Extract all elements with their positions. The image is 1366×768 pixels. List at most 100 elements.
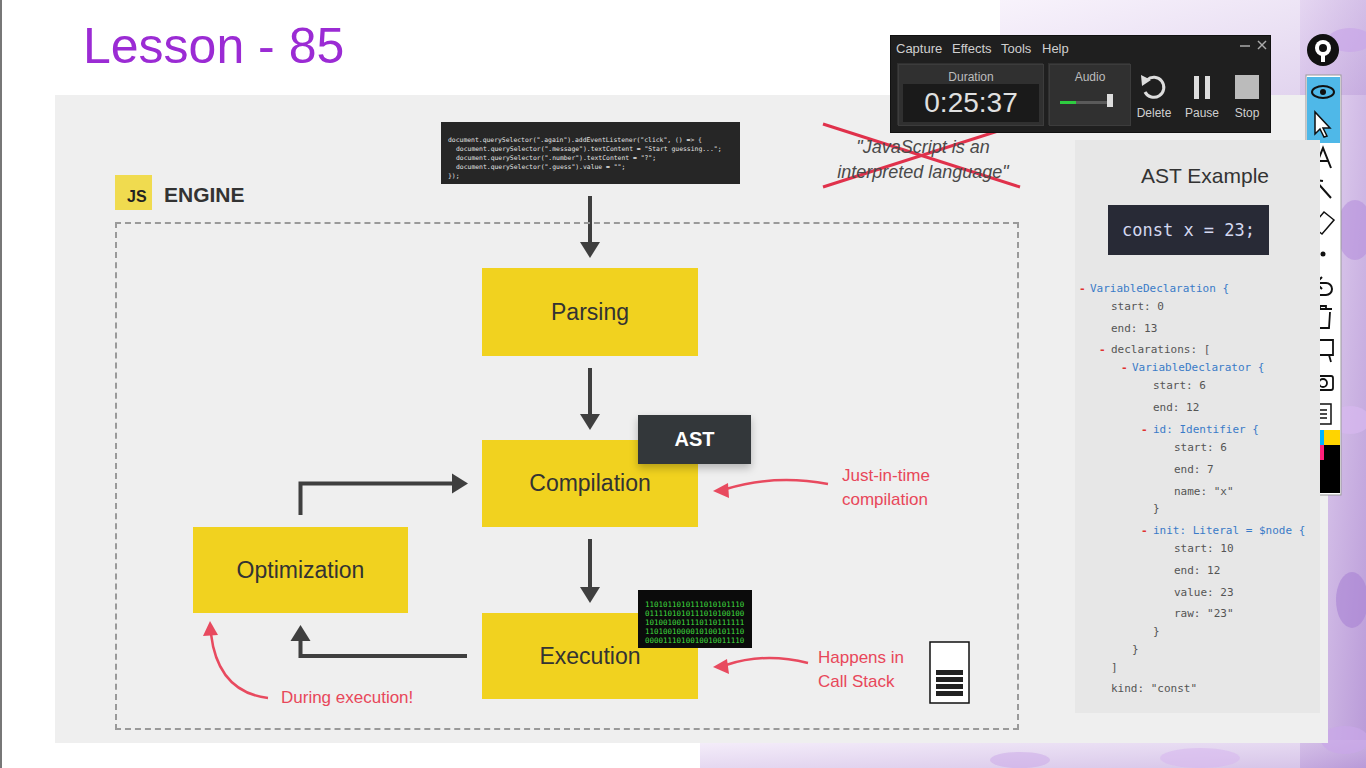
ast-node-line: init: Literal = $node { <box>1153 523 1305 538</box>
rect-part <box>1060 101 1110 104</box>
label-holder: name: "x" <box>1174 481 1234 499</box>
tree-toggle: - <box>1099 342 1106 357</box>
text-holder: Audio <box>1050 67 1130 85</box>
rect-part <box>1060 101 1076 104</box>
struck-statement: "JavaScript is an interpreted language" <box>818 135 1028 185</box>
button-label: Delete <box>1137 106 1172 120</box>
box-label: Parsing <box>551 299 629 326</box>
text-holder: Duration <box>899 67 1043 85</box>
label-holder: Stop <box>1222 103 1272 121</box>
box-text: 1010010011110110111111 <box>645 618 744 627</box>
rect-part <box>890 35 1271 133</box>
text-holder: ENGINE <box>164 183 245 207</box>
box-text: 1101001000010100101110 <box>645 627 744 636</box>
js-logo: JS <box>115 175 152 210</box>
text-holder: document.querySelector(".guess").value =… <box>456 155 625 173</box>
box-label: const x = 23; <box>1122 220 1255 240</box>
label-holder: During execution! <box>281 686 413 710</box>
connector-line <box>588 368 592 416</box>
label-holder: ] <box>1111 657 1118 675</box>
rect-part <box>936 684 963 689</box>
label-holder: VariableDeclarator { <box>1132 357 1264 375</box>
label-holder: Pause <box>1177 103 1227 121</box>
tree-toggle: - <box>1121 360 1128 375</box>
label-holder: - <box>1141 419 1148 437</box>
arrowhead <box>580 414 600 430</box>
ast-field-line: end: 12 <box>1174 563 1220 578</box>
ast-field-line: end: 13 <box>1111 321 1157 336</box>
ast-node-line: VariableDeclarator { <box>1132 360 1264 375</box>
text-holder: Help <box>1042 39 1069 57</box>
machine-code-box: 1101011010111010101110011110101011101010… <box>638 590 752 648</box>
text-holder: 0:25:37 <box>903 84 1039 122</box>
box-text: Audio <box>1075 70 1106 84</box>
path-part <box>1315 112 1330 137</box>
rect-part <box>930 642 969 703</box>
flow-arrow <box>580 539 600 603</box>
ast-node-line: id: Identifier { <box>1153 422 1259 437</box>
line-part <box>1240 45 1250 47</box>
flow-arrow <box>580 196 600 258</box>
text-holder: Tools <box>1001 39 1031 57</box>
label-holder: - <box>1079 278 1086 296</box>
callout-text: Just-in-time compilation <box>842 464 962 512</box>
circle-part <box>1315 40 1331 56</box>
text-holder: Effects <box>952 39 992 57</box>
rect-part <box>700 740 1366 768</box>
rect-part <box>1324 430 1340 445</box>
rect-part <box>1205 76 1210 99</box>
rect-part <box>1194 76 1199 99</box>
label-holder: - <box>1099 339 1106 357</box>
flow-arrow <box>291 625 468 656</box>
slide-title: Lesson - 85 <box>83 16 344 76</box>
process-box: Optimization <box>193 527 408 613</box>
label-holder: end: 12 <box>1153 397 1199 415</box>
ast-field-line: start: 10 <box>1174 541 1234 556</box>
circle-part <box>1319 379 1327 387</box>
label-holder: start: 0 <box>1111 296 1164 314</box>
ast-bracket: } <box>1132 642 1139 657</box>
box-text: Duration <box>948 70 993 84</box>
code-box: const x = 23; <box>1108 205 1269 255</box>
box-text: 0111101010111010100100 <box>645 609 744 618</box>
rect-part <box>936 691 963 696</box>
rect-part <box>897 63 1043 125</box>
label-holder: "JavaScript is an interpreted language" <box>818 135 1028 185</box>
ast-bracket: } <box>1153 624 1160 639</box>
label-holder: start: 6 <box>1153 375 1206 393</box>
arrowhead <box>452 474 468 494</box>
label-holder: } <box>1132 639 1139 657</box>
label-holder: } <box>1153 498 1160 516</box>
ast-tag: AST <box>638 415 751 464</box>
title-holder: Lesson - 85 <box>83 16 344 76</box>
label-holder: declarations: [ <box>1111 339 1210 357</box>
text-holder: JS <box>127 188 147 206</box>
ast-field-line: end: 7 <box>1174 462 1214 477</box>
slide-panel <box>55 95 1328 743</box>
ast-field-line: value: 23 <box>1174 585 1234 600</box>
polygon-part <box>713 659 729 674</box>
box-text: Capture <box>896 41 942 56</box>
ellipse-part <box>1160 748 1240 768</box>
text-holder: Capture <box>896 39 942 57</box>
box-text: document.querySelector(".message").textC… <box>456 145 721 154</box>
line-part <box>1258 41 1266 49</box>
label-holder: - <box>1121 357 1128 375</box>
edge-line <box>0 0 2 768</box>
box-text: 0000111010010010011110 <box>645 636 744 645</box>
label-holder: Happens in Call Stack <box>818 646 922 694</box>
path-part <box>726 480 828 489</box>
ast-field-line: raw: "23" <box>1174 606 1234 621</box>
text-holder: 1101011010111010101110 <box>645 593 744 611</box>
connector-line <box>588 539 592 589</box>
circle-part <box>1321 252 1326 257</box>
circle-part <box>1307 34 1339 66</box>
rect-part <box>1321 55 1325 62</box>
rect-part <box>1307 77 1340 143</box>
text-holder: 1010010011110110111111 <box>645 611 744 629</box>
path-part <box>211 634 268 698</box>
callout-text: Happens in Call Stack <box>818 646 922 694</box>
ast-field-line: declarations: [ <box>1111 342 1210 357</box>
ast-bracket: } <box>1153 501 1160 516</box>
arrowhead <box>580 587 600 603</box>
